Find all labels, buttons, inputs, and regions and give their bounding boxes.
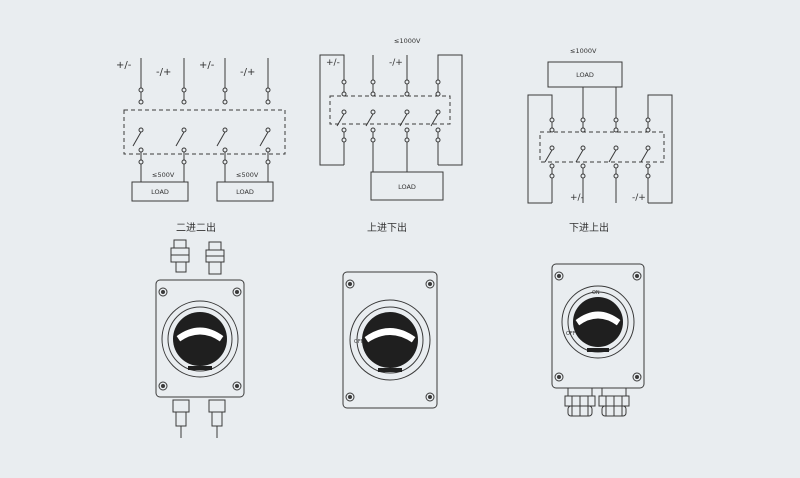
- caption-bottom-in-top-out: 下进上出: [569, 223, 609, 234]
- d2-wire-right: [437, 54, 463, 166]
- d2-terminal-2: -/+: [389, 58, 403, 68]
- d2-wire-left: [319, 54, 345, 166]
- d3-terminal-1: +/-: [570, 193, 584, 203]
- d1-load-right-box: [216, 181, 274, 202]
- s3-dial-ring: [561, 285, 635, 359]
- d1-voltage-right: ≤500V: [236, 171, 259, 179]
- s3-housing: [551, 263, 645, 389]
- d1-terminal-3: +/-: [199, 60, 215, 71]
- d3-load-box: [547, 61, 623, 88]
- d3-wire-left: [527, 94, 553, 204]
- s1-housing: [155, 279, 245, 398]
- d3-wire-right: [647, 94, 673, 204]
- s3-off-label: OFF: [566, 331, 576, 337]
- switch-top-in-bottom-out: OFF: [342, 271, 438, 409]
- d1-ganged-actuator: [123, 109, 286, 155]
- d1-load-left: LOAD: [151, 188, 169, 196]
- d3-load: LOAD: [576, 71, 594, 79]
- d3-poles: [544, 117, 651, 203]
- d1-voltage-left: ≤500V: [152, 171, 175, 179]
- diagram-bottom-in-top-out: ≤1000V LOAD +/- -/+: [527, 47, 673, 204]
- d3-voltage: ≤1000V: [570, 47, 597, 55]
- d2-load-box: [370, 171, 444, 201]
- d2-voltage: ≤1000V: [394, 37, 421, 45]
- s1-rotary-knob[interactable]: [173, 312, 227, 366]
- d1-terminal-1: +/-: [116, 60, 132, 71]
- s3-on-label: ON: [592, 290, 600, 296]
- d2-ganged-actuator: [329, 95, 451, 125]
- d1-pole-3: [216, 58, 228, 182]
- switch-two-in-two-out: [155, 239, 245, 438]
- d1-terminal-2: -/+: [156, 67, 171, 78]
- d3-terminal-2: -/+: [632, 193, 646, 203]
- diagram-top-in-bottom-out: ≤1000V +/- -/+ LOAD: [319, 37, 463, 201]
- s3-rotary-knob[interactable]: [573, 297, 623, 347]
- d1-load-right: LOAD: [236, 188, 254, 196]
- s3-cable-glands: [564, 387, 630, 417]
- d3-ganged-actuator: [539, 131, 665, 163]
- s2-dial-ring: [349, 299, 431, 381]
- d1-pole-2: [175, 58, 187, 182]
- d1-terminal-4: -/+: [240, 67, 255, 78]
- d2-load: LOAD: [398, 183, 416, 191]
- d1-pole-4: [259, 58, 271, 182]
- s2-rotary-knob[interactable]: [362, 312, 418, 368]
- d1-load-left-box: [131, 181, 189, 202]
- d2-terminal-1: +/-: [326, 58, 340, 68]
- s2-off-label: OFF: [354, 339, 364, 345]
- caption-two-in-two-out: 二进二出: [176, 223, 216, 234]
- s2-housing: [342, 271, 438, 409]
- s1-top-connectors: [170, 239, 225, 275]
- s1-bottom-connectors: [172, 399, 226, 438]
- s1-dial-ring: [161, 300, 239, 378]
- caption-top-in-bottom-out: 上进下出: [367, 223, 407, 234]
- switch-bottom-in-top-out: ON OFF: [551, 263, 645, 417]
- diagram-two-in-two-out: +/- -/+ +/- -/+: [116, 58, 286, 202]
- d1-pole-1: [132, 58, 144, 182]
